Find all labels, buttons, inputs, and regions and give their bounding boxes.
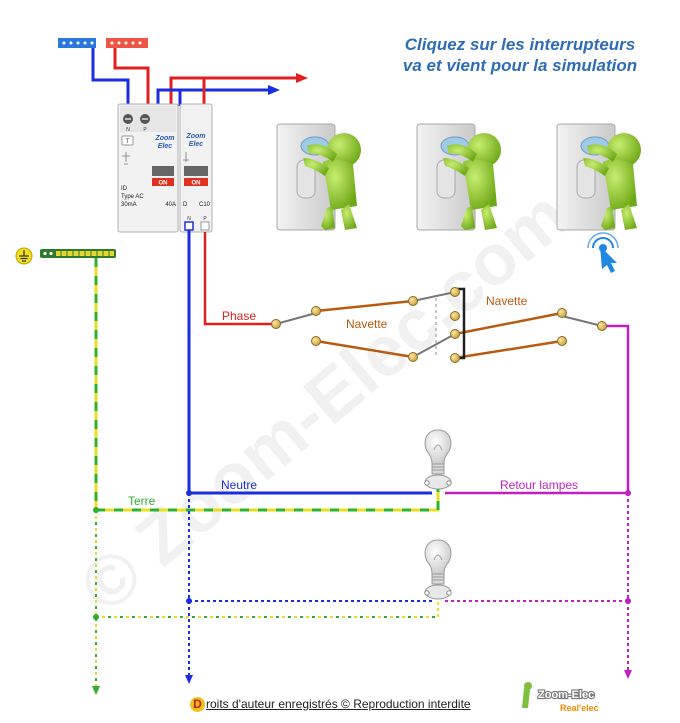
navette-2-wire — [315, 339, 414, 359]
junction-dots — [93, 490, 631, 620]
phase-label: Phase — [222, 309, 256, 323]
neutral-down-arrow-icon — [185, 675, 193, 684]
neutral-out-wire — [156, 88, 268, 106]
logo-line2: Real'elec — [560, 703, 599, 713]
earth-bar — [40, 249, 116, 258]
earth-down-arrow-icon — [92, 686, 100, 695]
earth-wire-dotted — [95, 510, 439, 686]
neutral-bar-screws — [62, 41, 94, 45]
id-breaker[interactable]: N P T Zoom Elec ON ID Type AC 30mA 40A — [117, 103, 179, 233]
switch-2[interactable] — [416, 123, 502, 231]
test-button-label: T — [126, 139, 130, 145]
navette-left-label: Navette — [346, 317, 388, 331]
switch-3-contact[interactable] — [561, 315, 603, 327]
neutral-link-wire — [178, 88, 200, 106]
id-spec-3: 30mA — [121, 202, 137, 208]
watermark-text: © Zoom-Elec.com — [66, 175, 584, 628]
neutral-feed-wire — [91, 48, 130, 106]
c10-rating: C10 — [199, 202, 211, 208]
instruction-line-2: va et vient pour la simulation — [402, 56, 638, 75]
instruction-text: Cliquez sur les interrupteurs va et vien… — [370, 34, 670, 76]
id-brand-1: Zoom — [154, 135, 174, 142]
neutre-label: Neutre — [221, 478, 257, 492]
c10-lever[interactable] — [184, 166, 208, 176]
retour-down-arrow-icon — [624, 670, 632, 679]
terre-label: Terre — [128, 494, 156, 508]
instruction-line-1: Cliquez sur les interrupteurs — [404, 35, 636, 54]
switch-1[interactable] — [276, 123, 362, 231]
phase-arrow-icon — [296, 73, 308, 83]
id-on-label: ON — [159, 181, 168, 187]
c10-curve: D — [183, 202, 188, 208]
id-lever[interactable] — [152, 166, 174, 176]
c10-terminal-p: P — [203, 216, 207, 222]
retour-label: Retour lampes — [500, 478, 578, 492]
id-circuit-symbol-icon — [122, 152, 130, 165]
c10-brand-2: Elec — [189, 141, 204, 148]
id-brand-2: Elec — [158, 143, 173, 150]
id-spec-2: Type AC — [121, 194, 144, 200]
phase-bar-screws — [110, 41, 142, 45]
logo-line1: Zoom-Elec — [538, 689, 594, 701]
person-pressing-switch-icon[interactable] — [556, 123, 642, 231]
earth-symbol-icon — [15, 247, 33, 265]
footer-d-mark: D — [190, 697, 205, 712]
footer-text: roits d'auteur enregistrés © Reproductio… — [206, 697, 471, 711]
hand-click-icon — [587, 232, 619, 273]
c10-brand-1: Zoom — [185, 133, 205, 140]
switch-3[interactable] — [556, 123, 642, 231]
navette-1-wire — [315, 299, 414, 313]
neutral-arrow-icon — [268, 85, 280, 95]
navette-3-wire — [454, 311, 563, 336]
bulb-icon — [424, 429, 452, 490]
id-terminal-n: N — [126, 127, 130, 133]
id-rating: 40A — [165, 202, 176, 208]
retour-wire — [445, 324, 630, 495]
id-spec-1: ID — [121, 186, 128, 192]
bulb-icon — [424, 539, 452, 600]
test-button[interactable] — [121, 135, 134, 146]
earth-wire-main — [94, 258, 440, 512]
zoom-elec-logo: Zoom-Elec Real'elec — [522, 682, 599, 713]
switch-terminals — [271, 287, 607, 363]
id-terminal-p: P — [143, 127, 147, 133]
c10-circuit-symbol-icon — [183, 152, 189, 162]
navette-4-wire — [454, 339, 563, 360]
person-pressing-switch-icon[interactable] — [416, 123, 502, 231]
phase-feed-wire — [113, 48, 150, 106]
navette-right-label: Navette — [486, 294, 528, 308]
c10-terminal-n: N — [187, 216, 191, 222]
phase-out-wire — [169, 76, 296, 106]
c10-on-label: ON — [192, 181, 201, 187]
c10-breaker[interactable]: Zoom Elec ON D C10 N P — [179, 103, 213, 233]
phase-wire — [203, 232, 273, 326]
person-pressing-switch-icon[interactable] — [276, 123, 362, 231]
switch-1-contact[interactable] — [275, 312, 317, 325]
